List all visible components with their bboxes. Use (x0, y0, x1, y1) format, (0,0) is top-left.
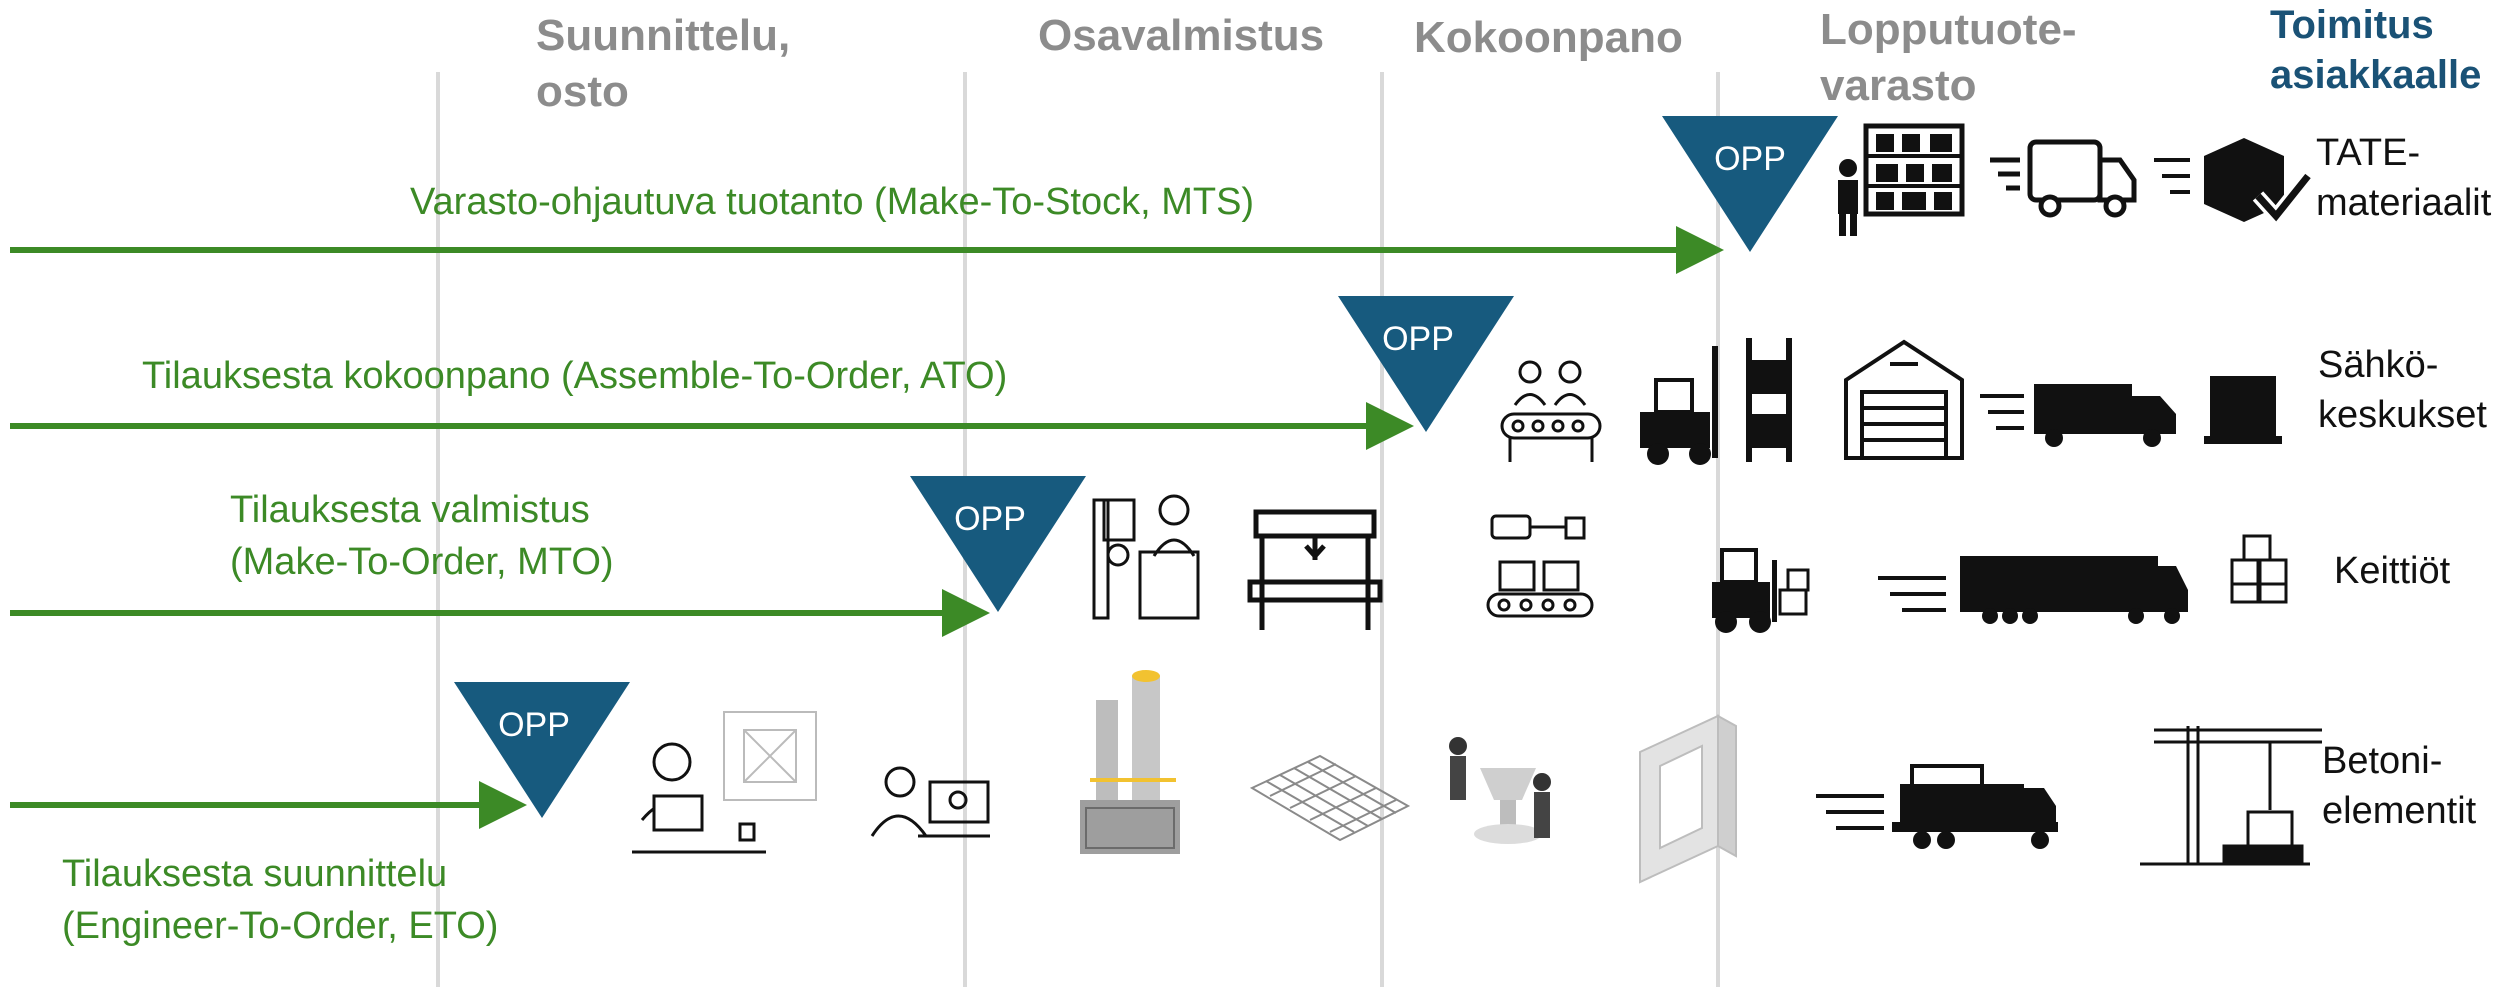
phase-header-delivery: Toimitus asiakkaalle (2270, 0, 2481, 100)
designer-laptop-icon (632, 711, 817, 854)
engineer-computer-icon (870, 766, 990, 838)
phase-header-design: Suunnittelu, osto (536, 8, 790, 120)
flow-label-mto: Tilauksesta valmistus (Make-To-Order, MT… (230, 484, 614, 588)
phase-header-design-line2: osto (536, 67, 629, 116)
opp-marker-mto: OPP (910, 476, 1086, 612)
product-label-betoni: Betoni- elementit (2322, 736, 2476, 836)
svg-text:OPP: OPP (954, 500, 1026, 538)
phase-header-delivery-line2: asiakkaalle (2270, 53, 2482, 97)
boxes-icon (2230, 534, 2288, 604)
press-machine-icon (1247, 509, 1383, 630)
phase-header-warehouse-line2: varasto (1820, 61, 1977, 110)
svg-text:OPP: OPP (1382, 320, 1454, 358)
product-label-keittiot: Keittiöt (2334, 550, 2451, 592)
opp-marker-eto: OPP (454, 682, 630, 818)
product-label-tate-line2: materiaalit (2316, 182, 2492, 224)
tower-crane-icon (2140, 726, 2322, 866)
product-label-sahko: Sähkö- keskukset (2318, 340, 2487, 440)
forklift-rack-icon (1640, 338, 1792, 465)
phase-header-warehouse-line1: Lopputuote- (1820, 5, 2077, 54)
product-label-betoni-line1: Betoni- (2322, 740, 2443, 782)
product-label-tate-line1: TATE- (2316, 132, 2421, 174)
product-label-sahko-line1: Sähkö- (2318, 344, 2439, 386)
product-label-sahko-line2: keskukset (2318, 394, 2487, 436)
opp-marker-mts: OPP (1662, 116, 1838, 252)
flow-label-mto-line2: (Make-To-Order, MTO) (230, 541, 614, 583)
flow-label-ato: Tilauksesta kokoonpano (Assemble-To-Orde… (142, 355, 1008, 397)
phase-header-parts: Osavalmistus (1038, 11, 1325, 60)
truck-icon (1980, 384, 2176, 447)
product-label-tate: TATE- materiaalit (2316, 128, 2491, 228)
pallet-box-icon (2204, 376, 2282, 444)
flow-label-mto-line1: Tilauksesta valmistus (230, 489, 590, 531)
phase-header-delivery-line1: Toimitus (2270, 3, 2434, 47)
rebar-mesh-icon (1249, 754, 1411, 842)
concrete-frame-icon (1639, 714, 1737, 884)
warehouse-building-icon (1844, 339, 1964, 460)
warehouse-worker-icon (1838, 123, 1965, 236)
robot-conveyor-icon (1486, 514, 1594, 618)
flow-label-eto: Tilauksesta suunnittelu (Engineer-To-Ord… (62, 848, 498, 952)
concrete-plant-icon (1080, 670, 1180, 854)
forklift-icon (1712, 548, 1810, 633)
phase-header-assembly: Kokoonpano (1414, 13, 1683, 62)
phase-header-warehouse: Lopputuote- varasto (1820, 2, 2077, 114)
semi-truck-icon (1878, 556, 2188, 624)
package-check-icon (2154, 138, 2314, 227)
flow-label-eto-line1: Tilauksesta suunnittelu (62, 853, 448, 895)
flow-label-mts: Varasto-ohjautuva tuotanto (Make-To-Stoc… (410, 181, 1255, 223)
concrete-pour-icon (1449, 737, 1551, 844)
element-truck-icon (1816, 764, 2058, 849)
svg-text:OPP: OPP (498, 706, 570, 744)
flow-label-eto-line2: (Engineer-To-Order, ETO) (62, 905, 499, 947)
assembly-workers-icon (1500, 360, 1602, 462)
svg-text:OPP: OPP (1714, 140, 1786, 178)
phase-header-design-line1: Suunnittelu, (536, 11, 791, 60)
product-label-betoni-line2: elementit (2322, 790, 2477, 832)
delivery-van-icon (1990, 139, 2137, 218)
machinist-icon (1092, 494, 1200, 620)
opp-marker-ato: OPP (1338, 296, 1514, 432)
